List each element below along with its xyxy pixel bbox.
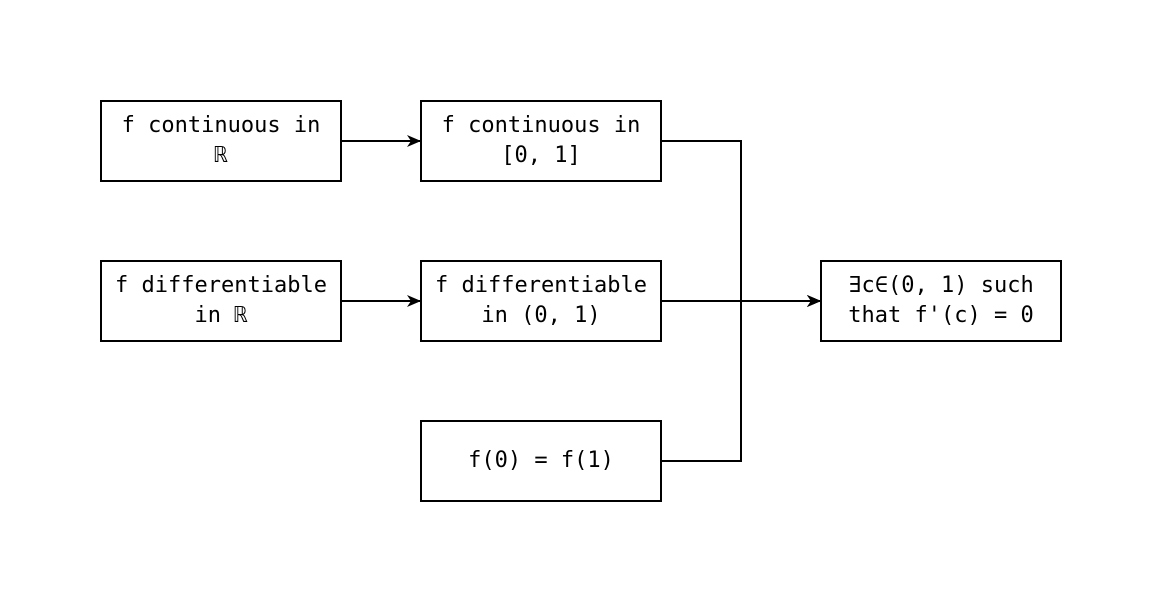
node-f-differentiable-in-r-line2: in ℝ [194, 303, 248, 328]
node-conclusion-rolle: ∃c∈(0, 1) such that f'(c) = 0 [820, 260, 1062, 342]
node-f-endpoints-equal-line1: f(0) = f(1) [468, 448, 614, 473]
node-f-differentiable-in-r: f differentiable in ℝ [100, 260, 342, 342]
node-f-continuous-in-0-1-line2: [0, 1] [501, 143, 581, 168]
node-f-continuous-in-r-line2: ℝ [214, 143, 228, 168]
node-f-continuous-in-r-line1: f continuous in [121, 113, 321, 138]
node-conclusion-line2: that f'(c) = 0 [848, 303, 1034, 328]
node-f-endpoints-equal: f(0) = f(1) [420, 420, 662, 502]
edge-continuous-01-to-conclusion [662, 140, 821, 307]
node-conclusion-line1: ∃c∈(0, 1) such [848, 273, 1034, 298]
node-f-differentiable-in-0-1-line2: in (0, 1) [481, 303, 601, 328]
node-f-continuous-in-r: f continuous in ℝ [100, 100, 342, 182]
node-f-differentiable-in-r-line1: f differentiable [115, 273, 327, 298]
node-f-continuous-in-0-1-line1: f continuous in [441, 113, 641, 138]
node-f-continuous-in-0-1: f continuous in [0, 1] [420, 100, 662, 182]
edge-endpoints-equal-to-conclusion [662, 295, 821, 462]
node-f-differentiable-in-0-1-line1: f differentiable [435, 273, 647, 298]
node-f-differentiable-in-0-1: f differentiable in (0, 1) [420, 260, 662, 342]
